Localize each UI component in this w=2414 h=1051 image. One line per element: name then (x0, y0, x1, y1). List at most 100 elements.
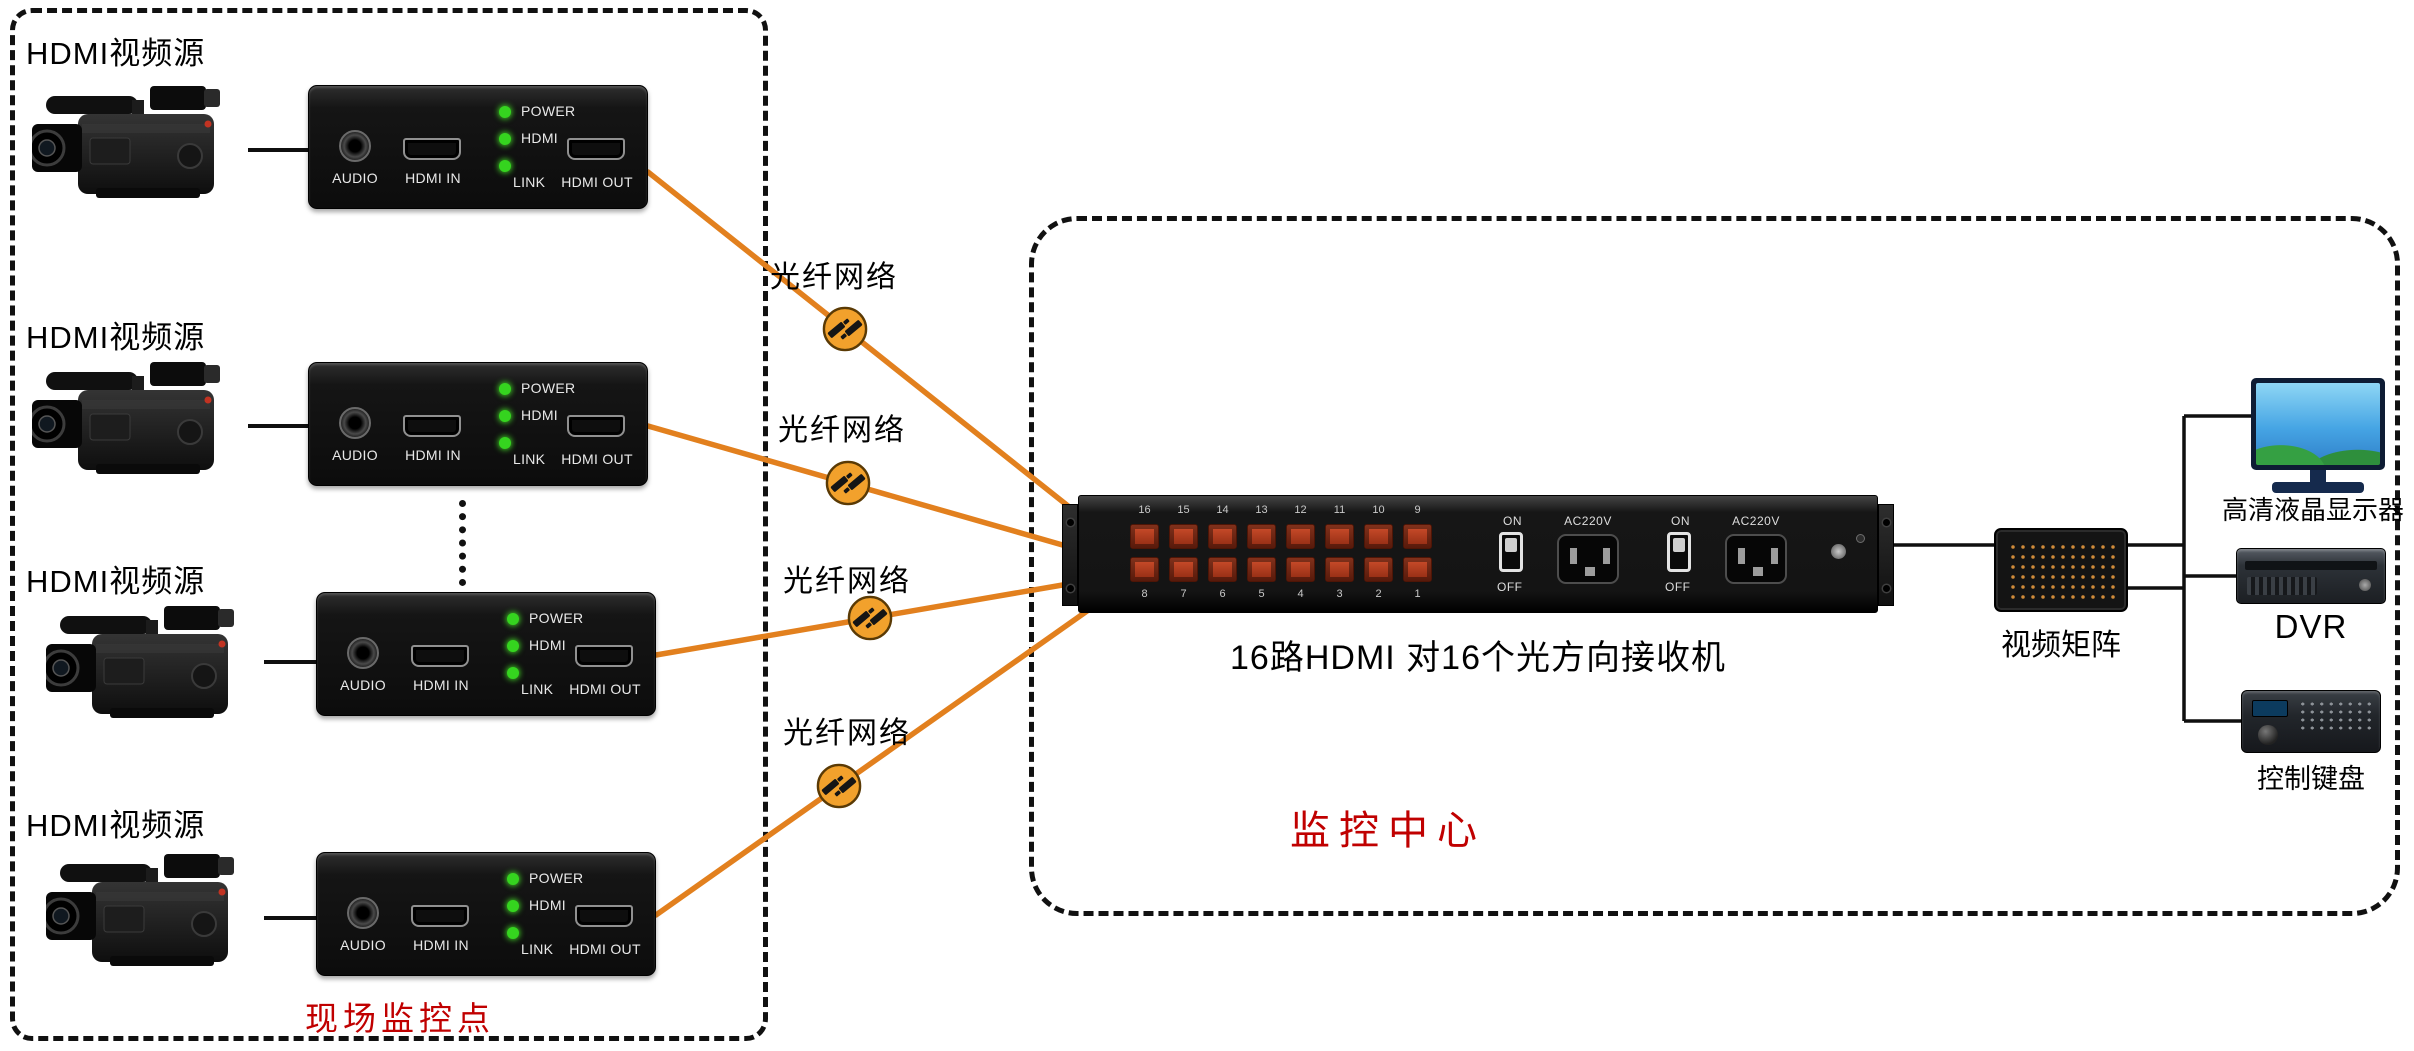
hdmi-transmitter-4: AUDIO HDMI IN POWER HDMI LINK HDMI OUT (316, 852, 656, 976)
monitor-frame (2251, 378, 2385, 470)
hdmi-out-port (575, 905, 633, 927)
fiber-node-icon (816, 763, 862, 809)
hdmi-in-port (403, 415, 461, 437)
power-led-label: POWER (529, 610, 584, 626)
audio-jack-port (347, 897, 379, 929)
hdmi-led-label: HDMI (521, 407, 558, 423)
keyboard-keys (2298, 700, 2372, 732)
hdmi-out-label: HDMI OUT (561, 451, 633, 467)
ac-power-inlet (1557, 534, 1619, 584)
power-off-label: OFF (1497, 580, 1523, 594)
power-switch (1499, 532, 1523, 572)
power-led (507, 613, 519, 625)
hdmi-led (507, 900, 519, 912)
fiber-port (1364, 524, 1393, 549)
power-led (499, 383, 511, 395)
receiver-16ch: 16 15 14 13 12 11 10 9 8 7 6 5 4 3 2 1 O… (1062, 495, 1894, 613)
control-keyboard (2241, 690, 2381, 753)
fiber-port (1247, 524, 1276, 549)
port-number: 13 (1255, 504, 1268, 516)
fiber-port (1286, 524, 1315, 549)
hdmi-out-port (575, 645, 633, 667)
port-number: 16 (1138, 504, 1151, 516)
fiber-port (1364, 557, 1393, 582)
hdmi-in-port (411, 645, 469, 667)
keyboard-screen (2252, 700, 2288, 717)
dvr-front-strip (2245, 561, 2377, 570)
hdmi-transmitter-2: AUDIO HDMI IN POWER HDMI LINK HDMI OUT (308, 362, 648, 486)
indicator-hole (1856, 534, 1865, 543)
keyboard-label: 控制键盘 (2257, 764, 2365, 794)
fiber-label-2: 光纤网络 (778, 414, 906, 447)
dvr-vents (2247, 577, 2317, 595)
port-number: 15 (1177, 504, 1190, 516)
audio-jack-port (347, 637, 379, 669)
hdmi-led-label: HDMI (529, 637, 566, 653)
dvr-label: DVR (2274, 608, 2348, 645)
fiber-label-3: 光纤网络 (783, 565, 911, 598)
dvr-power-button (2359, 579, 2371, 591)
hdmi-out-port (567, 415, 625, 437)
ac-inlet-label: AC220V (1732, 514, 1780, 528)
source-label-3: HDMI视频源 (26, 564, 206, 599)
monitor-stand-neck (2310, 470, 2326, 483)
port-number: 9 (1414, 504, 1421, 516)
port-number: 6 (1219, 588, 1226, 600)
fiber-link-1 (645, 169, 1095, 528)
fiber-port (1403, 557, 1432, 582)
port-number: 1 (1414, 588, 1421, 600)
port-numbers-bottom: 8 7 6 5 4 3 2 1 (1125, 588, 1437, 600)
fiber-node-icon (825, 460, 871, 506)
keyboard-joystick (2258, 725, 2278, 745)
hdmi-out-label: HDMI OUT (569, 941, 641, 957)
source-label-2: HDMI视频源 (26, 320, 206, 355)
rack-ear-right (1878, 504, 1894, 606)
hdmi-led-label: HDMI (521, 130, 558, 146)
receiver-caption: 16路HDMI 对16个光方向接收机 (1230, 639, 1726, 677)
port-number: 8 (1141, 588, 1148, 600)
link-label: LINK (521, 941, 554, 957)
hdmi-transmitter-1: AUDIO HDMI IN POWER HDMI LINK HDMI OUT (308, 85, 648, 209)
more-units-ellipsis (459, 500, 466, 586)
rack-ear-left (1062, 504, 1078, 606)
monitoring-center-caption: 监控中心 (1290, 808, 1486, 854)
link-led (507, 667, 519, 679)
hdmi-in-label: HDMI IN (413, 677, 469, 693)
power-led-label: POWER (521, 103, 576, 119)
monitoring-center-zone (1029, 216, 2400, 916)
hdmi-in-label: HDMI IN (405, 170, 461, 186)
audio-label: AUDIO (332, 170, 378, 186)
hdmi-in-label: HDMI IN (405, 447, 461, 463)
matrix-label: 视频矩阵 (2001, 629, 2121, 662)
port-numbers-top: 16 15 14 13 12 11 10 9 (1125, 504, 1437, 516)
port-number: 7 (1180, 588, 1187, 600)
link-label: LINK (513, 451, 546, 467)
fiber-link-4 (653, 601, 1100, 918)
fiber-port (1325, 524, 1354, 549)
port-number: 3 (1336, 588, 1343, 600)
monitor-stand-base (2272, 482, 2364, 493)
monitor-screen (2256, 383, 2380, 465)
camera-3 (46, 604, 236, 720)
fiber-port (1286, 557, 1315, 582)
audio-jack-port (339, 130, 371, 162)
matrix-dot-grid (2005, 539, 2117, 601)
site-monitoring-zone (10, 8, 768, 1041)
hdmi-out-label: HDMI OUT (569, 681, 641, 697)
port-number: 14 (1216, 504, 1229, 516)
hdmi-in-label: HDMI IN (413, 937, 469, 953)
port-number: 10 (1372, 504, 1385, 516)
audio-label: AUDIO (340, 937, 386, 953)
port-number: 2 (1375, 588, 1382, 600)
hdmi-in-port (403, 138, 461, 160)
fiber-port (1208, 524, 1237, 549)
port-number: 11 (1333, 504, 1346, 516)
port-number: 12 (1294, 504, 1307, 516)
port-number: 5 (1258, 588, 1265, 600)
hdmi-led-label: HDMI (529, 897, 566, 913)
power-led-label: POWER (529, 870, 584, 886)
hdmi-out-port (567, 138, 625, 160)
lcd-monitor (2251, 378, 2385, 494)
source-label-4: HDMI视频源 (26, 808, 206, 843)
